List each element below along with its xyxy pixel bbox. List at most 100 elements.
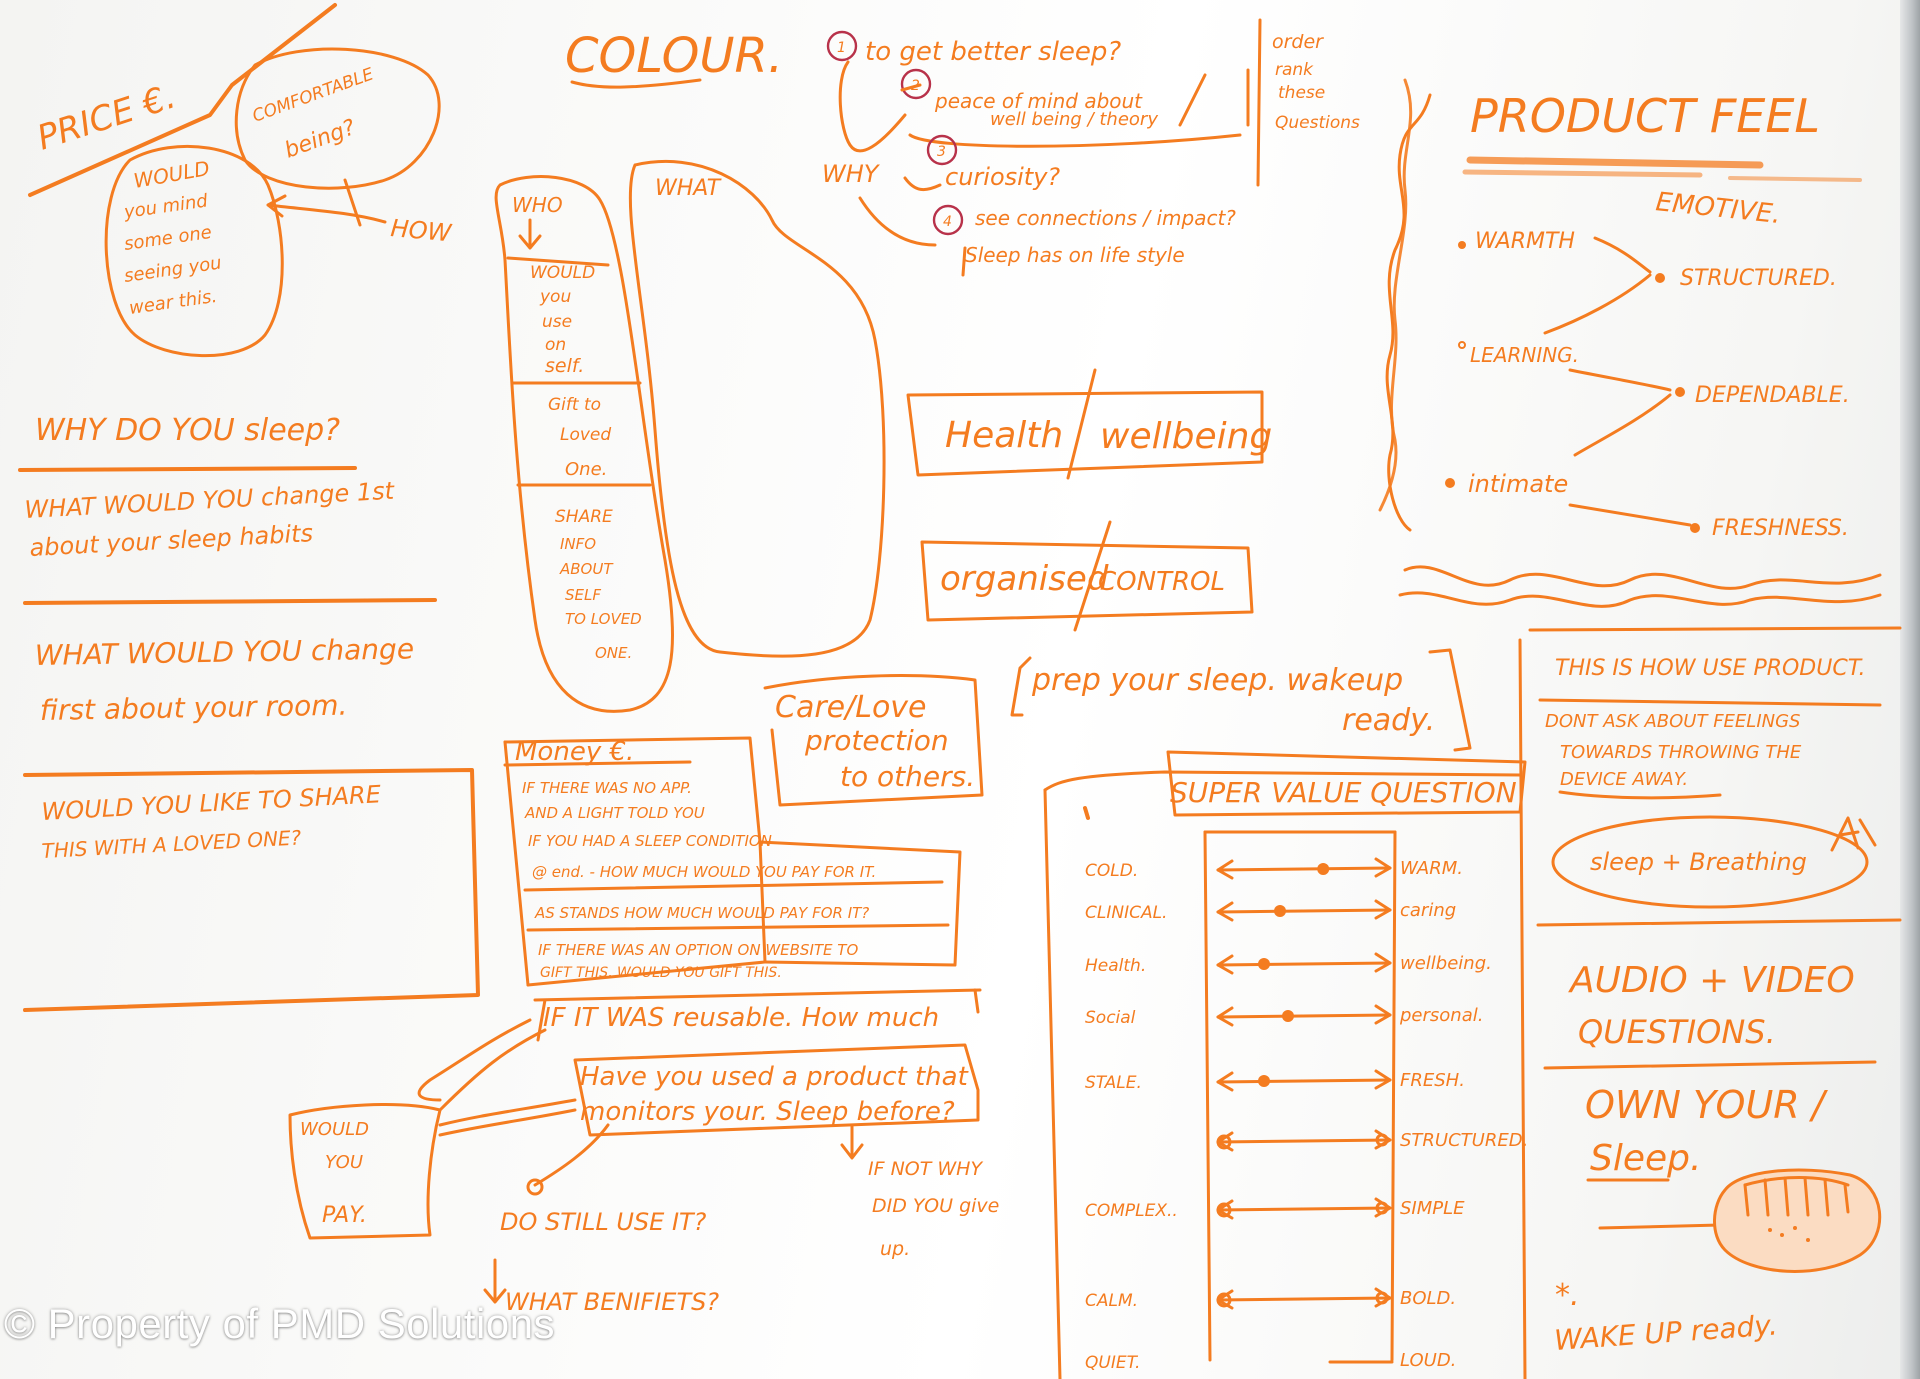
order-line-3: these — [1278, 83, 1325, 103]
who-would-5: self. — [545, 355, 584, 377]
how-label: HOW — [389, 214, 453, 247]
scale-arrow-left — [1216, 954, 1234, 975]
scale-arrow-left — [1216, 1006, 1234, 1027]
would-mind-line-2: you mind — [122, 190, 210, 223]
who-would-2: you — [539, 287, 571, 307]
change-room-line-1: WHAT WOULD YOU change — [35, 632, 415, 672]
who-would-1: WOULD — [530, 263, 595, 283]
product-feel-title: PRODUCT FEEL — [1470, 89, 1820, 143]
product-feel-cluster: PRODUCT FEEL EMOTIVE. WARMTH STRUCTURED.… — [1378, 78, 1882, 608]
who-would-4: on — [545, 335, 566, 355]
question-see-connections: see connections / impact? — [975, 206, 1236, 230]
share-info-1: SHARE — [555, 507, 613, 527]
who-what-cluster: WHO WOULD you use on self. Gift to Loved… — [494, 159, 886, 713]
scale-right-label: WARM. — [1400, 858, 1463, 879]
colour-why-cluster: COLOUR. 1 to get better sleep? 2 peace o… — [565, 18, 1360, 277]
question-number-1: 1 — [837, 40, 846, 56]
how-use-line-2: DONT ASK ABOUT FEELINGS — [1545, 711, 1800, 732]
scale-arrow-left — [1216, 1071, 1234, 1092]
scale-marker — [1216, 1202, 1232, 1218]
star-mark: *. — [1555, 1278, 1580, 1313]
scale-left-label: Social — [1085, 1008, 1136, 1028]
share-loved-line-2: THIS WITH A LOVED ONE? — [41, 825, 302, 863]
scale-right-label: wellbeing. — [1400, 953, 1492, 974]
scale-arrow-right — [1374, 899, 1392, 920]
care-love-line-1: Care/Love — [775, 690, 927, 725]
used-product-line-1: Have you used a product that — [580, 1062, 969, 1092]
prep-sleep-line-2: ready. — [1342, 703, 1435, 738]
scale-line — [1216, 1296, 1392, 1302]
change-habits-line-1: WHAT WOULD YOU change 1st — [24, 477, 396, 524]
order-line-4: Questions — [1275, 113, 1360, 133]
audio-video-line-1: AUDIO + VIDEO — [1568, 960, 1855, 1001]
scale-left-label: CLINICAL. — [1085, 903, 1167, 923]
scale-right-label: LOUD. — [1400, 1350, 1456, 1371]
health-label: Health — [945, 415, 1063, 456]
scale-line — [1216, 1078, 1392, 1084]
would-pay-line-3: PAY. — [322, 1203, 367, 1228]
warmth-label: WARMTH — [1475, 229, 1575, 254]
question-number-3: 3 — [937, 144, 946, 160]
scale-arrow-right — [1374, 1004, 1392, 1025]
question-better-sleep: to get better sleep? — [865, 37, 1121, 67]
scale-line — [1216, 961, 1392, 967]
money-line-2: AND A LIGHT TOLD YOU — [524, 804, 705, 822]
scale-line — [1216, 866, 1392, 872]
why-sleep-question: WHY DO YOU sleep? — [35, 413, 340, 448]
watermark: © Property of PMD Solutions — [4, 1300, 555, 1347]
learning-label: LEARNING. — [1470, 343, 1579, 367]
would-pay-line-2: YOU — [325, 1152, 363, 1173]
scale-right-label: FRESH. — [1400, 1070, 1465, 1091]
question-curiosity: curiosity? — [945, 163, 1060, 191]
give-up-line-3: up. — [880, 1238, 910, 1260]
money-line-6: IF THERE WAS AN OPTION ON WEBSITE TO — [538, 941, 858, 959]
scale-marker — [1375, 1133, 1389, 1147]
question-sleep-lifestyle: Sleep has on life style — [965, 243, 1185, 267]
scale-arrow-right — [1374, 1069, 1392, 1090]
price-label: PRICE €. — [32, 76, 180, 158]
gift-line-1: Gift to — [548, 395, 601, 415]
scale-marker — [1216, 1134, 1232, 1150]
used-product-line-2: monitors your. Sleep before? — [580, 1097, 955, 1127]
scale-marker — [1282, 1010, 1294, 1022]
scale-rows: COLD.WARM.CLINICAL.caringHealth.wellbein… — [1085, 857, 1528, 1373]
scale-marker — [1216, 1292, 1232, 1308]
how-use-cluster: THIS IS HOW USE PRODUCT. DONT ASK ABOUT … — [1518, 626, 1902, 1379]
give-up-line-1: IF NOT WHY — [868, 1158, 983, 1180]
would-mind-line-1: WOULD — [132, 156, 212, 193]
question-number-4: 4 — [943, 214, 952, 230]
health-organised-cluster: Health wellbeing organised CONTROL — [906, 368, 1272, 632]
how-use-line-3: TOWARDS THROWING THE — [1560, 742, 1802, 763]
how-use-line-1: THIS IS HOW USE PRODUCT. — [1555, 656, 1866, 681]
own-sleep-line-2: Sleep. — [1590, 1138, 1701, 1179]
comfortable-label: COMFORTABLE — [250, 64, 377, 126]
prep-sleep-line-1: prep your sleep. wakeup — [1031, 663, 1403, 698]
share-info-5: TO LOVED — [565, 610, 642, 628]
control-label: CONTROL — [1098, 567, 1225, 597]
scale-marker — [1274, 905, 1286, 917]
scale-left-label: COLD. — [1085, 861, 1138, 881]
scale-right-label: SIMPLE — [1400, 1198, 1465, 1219]
gift-line-3: One. — [565, 459, 607, 480]
gift-line-2: Loved — [560, 425, 611, 445]
how-use-line-4: DEVICE AWAY. — [1560, 769, 1688, 790]
benefits-question: WHAT BENIFIETS? — [505, 1288, 719, 1316]
would-mind-line-4: seeing you — [123, 252, 223, 286]
question-peace-of-mind: peace of mind about — [934, 89, 1143, 113]
comfortable-being-label: being? — [282, 115, 360, 164]
would-mind-line-3: some one — [123, 222, 213, 255]
whiteboard-frame — [1900, 0, 1920, 1379]
care-love-line-2: protection — [804, 724, 949, 757]
scale-line — [1216, 908, 1392, 914]
scale-arrow-left — [1216, 901, 1234, 922]
still-use-question: DO STILL USE IT? — [500, 1208, 707, 1236]
would-mind-line-5: wear this. — [128, 286, 219, 319]
care-love-line-3: to others. — [840, 760, 975, 793]
who-label: WHO — [512, 193, 563, 217]
money-line-5: AS STANDS HOW MUCH WOULD PAY FOR IT? — [534, 904, 869, 922]
freshness-label: FRESHNESS. — [1712, 516, 1849, 541]
money-line-7: GIFT THIS, WOULD YOU GIFT THIS. — [540, 965, 782, 981]
intimate-label: intimate — [1468, 470, 1568, 498]
